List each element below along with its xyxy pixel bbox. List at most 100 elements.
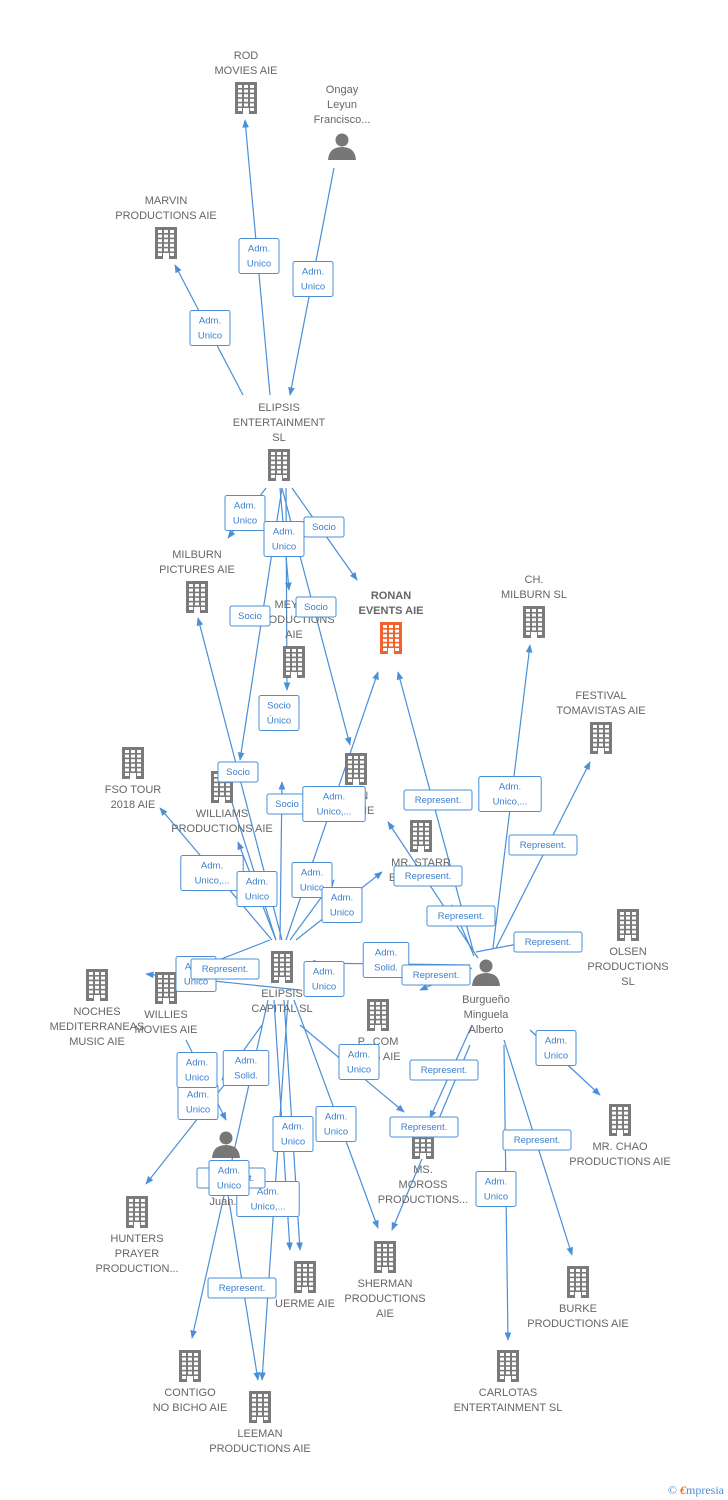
node-label: ENTERTAINMENT SL — [454, 1402, 563, 1414]
relation-edge — [227, 789, 277, 941]
relation-label[interactable]: Adm.Unico — [535, 1030, 577, 1066]
relation-label[interactable]: Represent. — [207, 1277, 277, 1299]
relation-label[interactable]: Represent. — [513, 931, 583, 953]
relation-label[interactable]: Adm.Unico — [224, 495, 266, 531]
relation-label[interactable]: Represent. — [190, 958, 260, 980]
relation-label-text: Unico — [217, 1181, 241, 1192]
relation-label[interactable]: Adm.Unico,... — [302, 786, 366, 822]
relation-label-text: Unico — [544, 1051, 568, 1062]
node-label: AIE — [376, 1308, 394, 1320]
relation-label[interactable]: Adm.Solid. — [222, 1050, 270, 1086]
node-label: OLSEN — [609, 946, 646, 958]
building-icon — [294, 1261, 316, 1293]
relation-label[interactable]: Adm.Unico — [208, 1160, 250, 1196]
relation-label-text: Socio — [312, 522, 336, 533]
relation-label[interactable]: Represent. — [426, 905, 496, 927]
node-ms-moross[interactable]: MS.MOROSSPRODUCTIONS... — [378, 1127, 468, 1206]
relation-label[interactable]: Adm.Unico — [176, 1052, 218, 1088]
relation-label[interactable]: Represent. — [403, 789, 473, 811]
relation-label-text: Unico — [198, 331, 222, 342]
relation-label[interactable]: Socio — [303, 516, 345, 538]
relation-label[interactable]: Represent. — [389, 1116, 459, 1138]
relation-label[interactable]: Socio — [295, 596, 337, 618]
relation-label[interactable]: Adm.Unico — [315, 1106, 357, 1142]
relation-label[interactable]: Adm.Unico — [321, 887, 363, 923]
relation-label-text: Unico — [247, 259, 271, 270]
node-label: WILLIES — [144, 1009, 187, 1021]
relation-label-text: Unico — [324, 1127, 348, 1138]
relation-label[interactable]: Socio — [266, 793, 308, 815]
relation-label-text: Represent. — [525, 937, 571, 948]
relation-label[interactable]: Adm.Solid. — [362, 942, 410, 978]
relation-label[interactable]: Represent. — [393, 865, 463, 887]
node-label: CH. — [525, 574, 544, 586]
relation-label-text: Socio — [226, 767, 250, 778]
relation-label[interactable]: Adm.Unico — [189, 310, 231, 346]
relation-label-text: Unico — [272, 542, 296, 553]
node-label: NOCHES — [73, 1006, 120, 1018]
node-label: Burgueño — [462, 994, 510, 1006]
relation-label[interactable]: Adm.Unico — [338, 1044, 380, 1080]
relation-label[interactable]: Adm.Unico — [272, 1116, 314, 1152]
relation-label[interactable]: Represent. — [409, 1059, 479, 1081]
building-icon — [155, 227, 177, 259]
node-label: MR. CHAO — [593, 1141, 648, 1153]
node-uerme[interactable]: UERME AIE — [275, 1261, 335, 1310]
relation-label[interactable]: Socio — [217, 761, 259, 783]
node-label: ELIPSIS — [258, 402, 300, 414]
relation-label[interactable]: Adm.Unico,... — [180, 855, 244, 891]
relation-label-text: Represent. — [401, 1122, 447, 1133]
relation-label[interactable]: Socio — [229, 605, 271, 627]
relation-label[interactable]: Adm.Unico,... — [236, 1181, 300, 1217]
node-label: FSO TOUR — [105, 784, 161, 796]
building-icon — [374, 1241, 396, 1273]
relation-label[interactable]: Adm.Unico — [236, 871, 278, 907]
person-icon — [212, 1131, 240, 1158]
relation-label[interactable]: Represent. — [502, 1129, 572, 1151]
relation-label[interactable]: Adm.Unico — [292, 261, 334, 297]
relation-label[interactable]: Adm.Unico — [177, 1084, 219, 1120]
node-label: CAPITAL SL — [251, 1003, 312, 1015]
empresia-logo[interactable]: © €mpresia — [668, 1483, 724, 1498]
relation-label[interactable]: Adm.Unico — [303, 961, 345, 997]
building-icon — [179, 1350, 201, 1382]
relation-label[interactable]: Adm.Unico,... — [478, 776, 542, 812]
building-icon — [249, 1391, 271, 1423]
relation-label-text: Socio — [238, 611, 262, 622]
relation-label-text: Adm. — [313, 967, 335, 978]
relation-label[interactable]: Represent. — [401, 964, 471, 986]
relation-label-text: Unico — [184, 977, 208, 988]
node-hunters[interactable]: HUNTERSPRAYERPRODUCTION... — [95, 1196, 179, 1275]
node-ongay[interactable]: OngayLeyunFrancisco... — [314, 84, 371, 160]
relation-label[interactable]: Represent. — [508, 834, 578, 856]
relation-label[interactable]: Adm.Unico — [263, 521, 305, 557]
node-label: PRODUCTIONS AIE — [209, 1443, 310, 1455]
node-label: SHERMAN — [357, 1278, 412, 1290]
relation-label[interactable]: Adm.Unico — [238, 238, 280, 274]
relation-label[interactable]: Adm.Unico — [475, 1171, 517, 1207]
relation-label-text: Solid. — [234, 1071, 258, 1082]
building-icon — [271, 951, 293, 983]
node-label: PICTURES AIE — [159, 564, 235, 576]
node-ch-milburn[interactable]: CH.MILBURN SL — [501, 574, 567, 638]
